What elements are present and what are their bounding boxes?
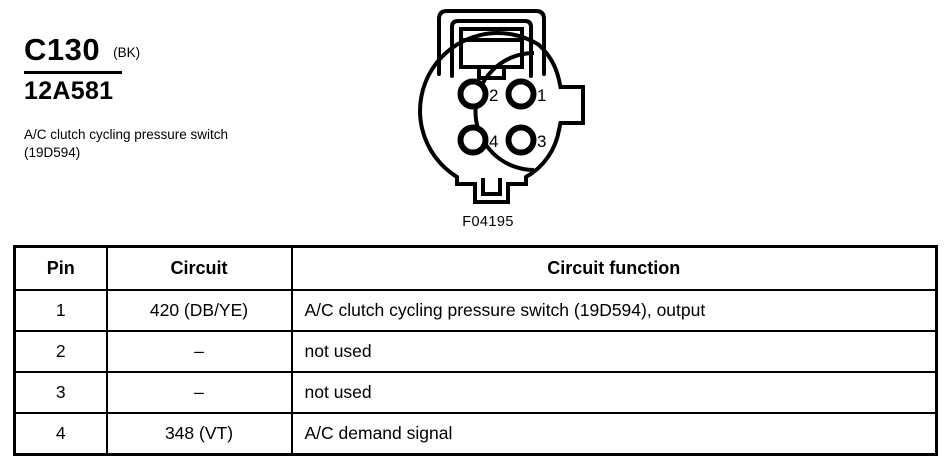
cell-pin: 4 [13, 412, 108, 456]
cell-pin: 2 [13, 330, 108, 373]
connector-identification-block: C130 (BK) 12A581 A/C clutch cycling pres… [24, 34, 274, 162]
cell-pin: 3 [13, 371, 108, 414]
latch-plate [459, 27, 524, 69]
connector-description: A/C clutch cycling pressure switch (19D5… [24, 127, 229, 160]
cell-circuit: – [105, 330, 293, 373]
latch-inner-outline [450, 19, 533, 78]
connector-face-diagram: 2 1 4 3 [418, 9, 585, 204]
table-header-row: Pin Circuit Circuit function [13, 245, 938, 291]
pin-cavities [457, 78, 537, 156]
cell-pin: 1 [13, 289, 108, 332]
pin-cavity-1 [505, 78, 537, 110]
latch-tongue [477, 67, 506, 80]
pin-number-4: 4 [489, 132, 498, 151]
connector-id-divider [24, 71, 122, 74]
cell-circuit-function: not used [290, 330, 938, 373]
latch-outer-outline [437, 9, 546, 76]
pin-cavity-3 [505, 124, 537, 156]
connector-body-inner-arc [473, 51, 535, 172]
cell-circuit: 420 (DB/YE) [105, 289, 293, 332]
pin-number-3: 3 [537, 132, 546, 151]
connector-figure-code: F04195 [462, 214, 514, 230]
table-row: 3 – not used [13, 371, 938, 414]
table-row: 4 348 (VT) A/C demand signal [13, 412, 938, 456]
cell-circuit-function: A/C clutch cycling pressure switch (19D5… [290, 289, 938, 332]
connector-id-row: C130 (BK) [24, 34, 274, 65]
connector-figure: 2 1 4 3 F04195 [408, 2, 618, 237]
connector-id: C130 [24, 32, 101, 67]
cell-circuit-function: A/C demand signal [290, 412, 938, 456]
pin-assignment-table: Pin Circuit Circuit function 1 420 (DB/Y… [13, 245, 938, 456]
cell-circuit: – [105, 371, 293, 414]
bottom-key-tab [481, 178, 502, 196]
pin-number-1: 1 [537, 86, 546, 105]
pin-cavity-2 [457, 78, 489, 110]
connector-body-outline [418, 31, 585, 204]
cell-circuit-function: not used [290, 371, 938, 414]
column-header-circuit-function: Circuit function [290, 245, 938, 291]
pin-cavity-4 [457, 124, 489, 156]
cell-circuit: 348 (VT) [105, 412, 293, 456]
column-header-pin: Pin [13, 245, 108, 291]
connector-color-code: (BK) [113, 45, 141, 60]
table-row: 1 420 (DB/YE) A/C clutch cycling pressur… [13, 289, 938, 332]
connector-part-number: 12A581 [24, 77, 114, 105]
column-header-circuit: Circuit [105, 245, 293, 291]
table-row: 2 – not used [13, 330, 938, 373]
pin-number-2: 2 [489, 86, 498, 105]
